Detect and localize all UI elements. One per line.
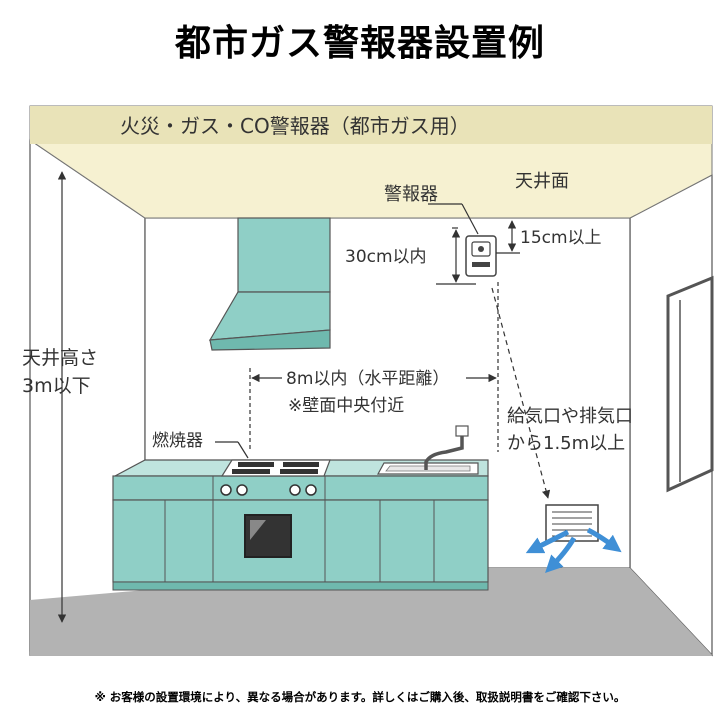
vent-distance-label: 給気口や排気口 (507, 406, 633, 427)
kitchen-counter (112, 459, 489, 591)
over-15cm-label: 15cm以上 (520, 228, 602, 248)
footnote: ※ お客様の設置環境により、異なる場合があります。詳しくはご購入後、取扱説明書を… (94, 690, 626, 704)
vent-distance-value: から1.5m以上 (507, 433, 625, 454)
dimension-lines (57, 171, 551, 623)
faucet (424, 436, 464, 470)
cabinet-body (112, 499, 489, 583)
stove-knob (236, 484, 248, 496)
wall-center-note: ※壁面中央付近 (288, 396, 404, 416)
stove-knob (220, 484, 232, 496)
banner-band (30, 106, 712, 144)
vent-distance-arrow (491, 287, 551, 499)
sink (376, 425, 479, 475)
airflow-arrows (525, 527, 622, 573)
window-frame (666, 275, 714, 493)
alarm-label: 警報器 (384, 184, 438, 205)
banner-text: 火災・ガス・CO警報器（都市ガス用） (120, 114, 470, 138)
within-30cm-label: 30cm以内 (345, 247, 427, 267)
stove (220, 459, 331, 558)
counter-edge (112, 475, 489, 501)
air-vent (545, 504, 599, 542)
gas-alarm-device (465, 235, 497, 277)
stove-knob (305, 484, 317, 496)
ceiling-height-label: 天井高さ (22, 347, 98, 369)
range-hood (208, 217, 331, 351)
page-title: 都市ガス警報器設置例 (174, 23, 545, 64)
ceiling-surface-label: 天井面 (515, 171, 569, 192)
ceiling-height-value: 3m以下 (22, 375, 91, 397)
horizontal-distance-label: 8m以内（水平距離） (286, 369, 449, 389)
stove-knob (289, 484, 301, 496)
burner-label: 燃焼器 (152, 431, 203, 451)
